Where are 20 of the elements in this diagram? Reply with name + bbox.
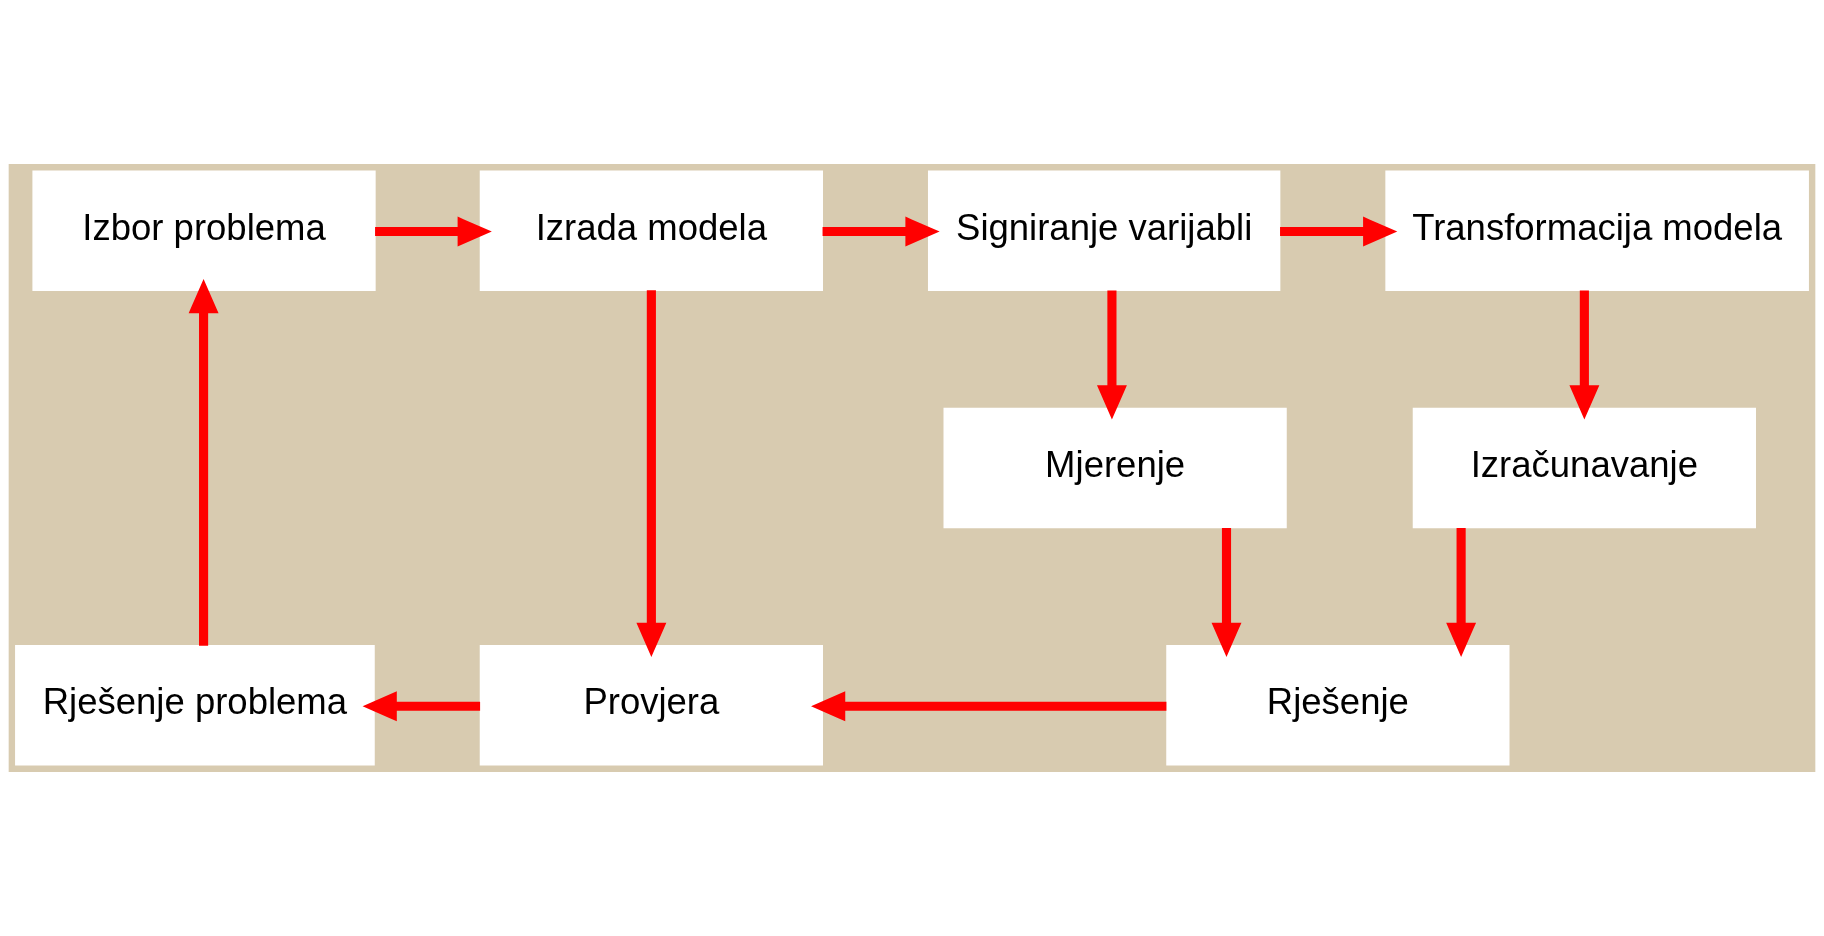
arrow [811,691,1167,722]
arrow [1280,216,1398,247]
node-box: Provjera [479,645,823,766]
node-box: Transformacija modela [1385,170,1809,291]
node-box: Izračunavanje [1412,407,1756,529]
arrow [1446,527,1477,657]
arrow [362,691,481,722]
arrow [188,279,219,646]
arrow [822,216,940,247]
node-box: Rješenje problema [15,645,375,766]
node-box: Mjerenje [943,407,1287,529]
node-box: Izbor problema [32,170,376,291]
arrow [1211,527,1242,657]
arrow [1096,290,1127,420]
node-box: Signiranje varijabli [927,170,1281,291]
arrow [375,216,492,247]
arrow [636,290,667,657]
arrow [1569,290,1600,420]
node-box: Rješenje [1166,645,1510,766]
node-box: Izrada modela [479,170,823,291]
